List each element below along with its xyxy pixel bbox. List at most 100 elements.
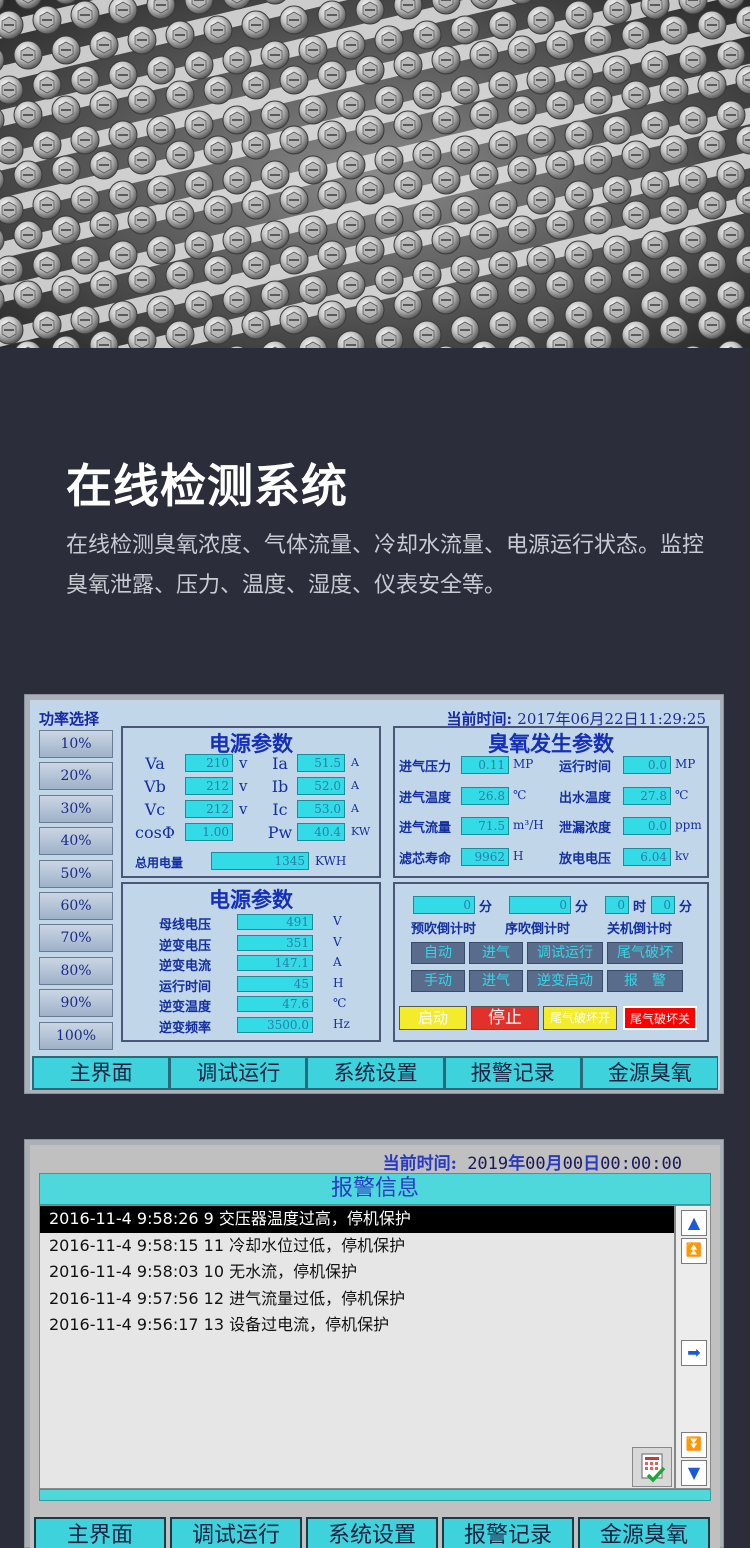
ozone-params-title: 臭氧发生参数 bbox=[488, 731, 614, 756]
current-param-unit: KW bbox=[351, 825, 371, 838]
start-button[interactable]: 启动 bbox=[399, 1006, 467, 1030]
shutdown-hour-value[interactable]: 0 bbox=[605, 896, 629, 914]
inverter-param-unit: ℃ bbox=[333, 996, 347, 1011]
alarm-nav-button-3[interactable]: 系统设置 bbox=[306, 1517, 438, 1548]
pre-blow-unit: 分 bbox=[479, 900, 493, 915]
ozone-param-label-2: 出水温度 bbox=[559, 790, 612, 806]
power-param-value: 212 bbox=[185, 777, 233, 795]
inverter-params-title: 电源参数 bbox=[209, 887, 293, 912]
time-month-label: 月 bbox=[545, 1154, 563, 1174]
pre-blow-value[interactable]: 0 bbox=[413, 896, 475, 914]
alarm-nav-button-1[interactable]: 主界面 bbox=[34, 1517, 166, 1548]
power-button-90[interactable]: 90% bbox=[39, 989, 113, 1018]
mode-button[interactable]: 进气 bbox=[469, 970, 523, 992]
power-param-unit: v bbox=[239, 777, 248, 795]
mode-button[interactable]: 手动 bbox=[411, 970, 465, 992]
inverter-param-value: 351 bbox=[237, 934, 313, 951]
inverter-param-label: 逆变温度 bbox=[159, 1000, 212, 1016]
alarm-nav-button-5[interactable]: 金源臭氧 bbox=[578, 1517, 710, 1548]
inverter-param-value: 45 bbox=[237, 975, 313, 992]
power-param-label: Vc bbox=[144, 800, 166, 819]
mode-button[interactable]: 调试运行 bbox=[527, 942, 603, 964]
shutdown-hour-unit: 时 bbox=[633, 900, 647, 915]
nav-button-2[interactable]: 调试运行 bbox=[169, 1056, 307, 1090]
power-button-60[interactable]: 60% bbox=[39, 892, 113, 920]
hmi-alarm-screen: 当前时间: 2019年00月00日00:00:00 报警信息 2016-11-4… bbox=[24, 1139, 724, 1548]
inverter-param-label: 运行时间 bbox=[159, 979, 212, 995]
alarm-row[interactable]: 2016-11-4 9:58:03 10 无水流，停机保护 bbox=[49, 1262, 358, 1281]
seq-blow-value[interactable]: 0 bbox=[509, 896, 571, 914]
power-param-value: 1.00 bbox=[185, 823, 233, 841]
scroll-top-icon[interactable]: ▲ bbox=[681, 1210, 707, 1236]
inverter-param-label: 逆变频率 bbox=[159, 1021, 212, 1036]
section-description: 在线检测臭氧浓度、气体流量、冷却水流量、电源运行状态。监控臭氧泄露、压力、温度、… bbox=[66, 533, 705, 598]
alarm-nav-button-2[interactable]: 调试运行 bbox=[170, 1517, 302, 1548]
current-param-unit: A bbox=[351, 756, 359, 769]
power-button-100[interactable]: 100% bbox=[39, 1021, 113, 1050]
power-param-label: cosΦ bbox=[135, 823, 175, 842]
current-time-label: 当前时间: bbox=[446, 710, 513, 728]
clear-records-icon[interactable] bbox=[632, 1447, 672, 1487]
time-hms: 00:00:00 bbox=[600, 1154, 682, 1174]
power-button-20[interactable]: 20% bbox=[39, 762, 113, 791]
ozone-param-value-2: 0.0 bbox=[623, 817, 671, 835]
ozone-param-value: 71.5 bbox=[461, 817, 509, 835]
pre-blow-label: 预吹倒计时 bbox=[411, 922, 477, 937]
mode-button[interactable]: 进气 bbox=[469, 942, 523, 964]
alarm-row[interactable]: 2016-11-4 9:58:26 9 交压器温度过高，停机保护 bbox=[40, 1206, 674, 1233]
current-param-label: Pw bbox=[267, 823, 293, 842]
mode-button[interactable]: 报 警 bbox=[607, 970, 683, 992]
ozone-param-label: 滤芯寿命 bbox=[399, 851, 452, 867]
alarm-row[interactable]: 2016-11-4 9:58:15 11 冷却水位过低，停机保护 bbox=[49, 1235, 406, 1255]
current-param-value: 52.0 bbox=[297, 777, 345, 795]
nav-button-5[interactable]: 金源臭氧 bbox=[580, 1056, 719, 1090]
shutdown-min-unit: 分 bbox=[679, 900, 693, 915]
power-button-80[interactable]: 80% bbox=[39, 956, 113, 985]
alarm-row[interactable]: 2016-11-4 9:56:17 13 设备过电流，停机保护 bbox=[49, 1315, 390, 1334]
hmi-main-screen: 功率选择 当前时间: 2017年06月22日11:29:25 10%20%30%… bbox=[24, 694, 724, 1094]
current-param-label: Ib bbox=[271, 777, 289, 796]
time-day-label: 日 bbox=[583, 1154, 601, 1174]
shutdown-min-value[interactable]: 0 bbox=[651, 896, 675, 914]
inverter-param-unit: H bbox=[333, 975, 344, 990]
current-param-unit: A bbox=[351, 802, 359, 815]
seq-blow-label: 序吹倒计时 bbox=[505, 922, 571, 937]
power-button-70[interactable]: 70% bbox=[39, 924, 113, 953]
ozone-param-unit: ℃ bbox=[513, 787, 527, 802]
nav-button-3[interactable]: 系统设置 bbox=[306, 1056, 444, 1090]
tail-gas-on-button[interactable]: 尾气破坏开 bbox=[543, 1006, 617, 1030]
power-button-40[interactable]: 40% bbox=[39, 827, 113, 856]
alarm-row[interactable]: 2016-11-4 9:57:56 12 进气流量过低，停机保护 bbox=[49, 1288, 406, 1308]
scroll-page-up-icon[interactable]: ⏫ bbox=[681, 1238, 707, 1264]
seq-blow-unit: 分 bbox=[575, 900, 589, 915]
mode-button[interactable]: 逆变启动 bbox=[527, 970, 603, 992]
tail-gas-off-button[interactable]: 尾气破坏关 bbox=[623, 1006, 697, 1030]
ozone-param-unit-2: kv bbox=[675, 848, 690, 863]
mode-button[interactable]: 自动 bbox=[411, 942, 465, 964]
scroll-go-icon[interactable]: ➡ bbox=[681, 1340, 707, 1366]
mode-button[interactable]: 尾气破坏 bbox=[607, 942, 683, 964]
time-year-label: 年 bbox=[508, 1154, 526, 1174]
current-param-value: 51.5 bbox=[297, 754, 345, 772]
alarm-current-time: 当前时间: 2019年00月00日00:00:00 bbox=[383, 1149, 682, 1174]
alarm-nav-button-4[interactable]: 报警记录 bbox=[442, 1517, 574, 1548]
stop-button[interactable]: 停止 bbox=[471, 1006, 539, 1030]
time-year: 2019 bbox=[467, 1154, 509, 1174]
alarm-nav-bar: 主界面调试运行系统设置报警记录金源臭氧 bbox=[34, 1517, 714, 1548]
inverter-param-unit: V bbox=[333, 914, 342, 928]
current-param-label: Ia bbox=[272, 754, 288, 773]
scroll-bottom-icon[interactable]: ▼ bbox=[681, 1460, 707, 1486]
nav-button-1[interactable]: 主界面 bbox=[32, 1056, 170, 1090]
current-param-label: Ic bbox=[272, 800, 288, 819]
alarm-time-label: 当前时间: bbox=[382, 1154, 457, 1174]
power-param-unit: v bbox=[239, 754, 248, 772]
power-button-30[interactable]: 30% bbox=[39, 794, 113, 823]
nav-button-4[interactable]: 报警记录 bbox=[443, 1056, 581, 1090]
alarm-scrollbar[interactable]: ▲ ⏫ ➡ ⏬ ▼ bbox=[675, 1205, 711, 1489]
ozone-param-unit-2: ppm bbox=[675, 818, 702, 832]
inverter-param-label: 逆变电流 bbox=[159, 959, 212, 975]
power-button-10[interactable]: 10% bbox=[39, 730, 113, 758]
scroll-page-down-icon[interactable]: ⏬ bbox=[681, 1432, 707, 1458]
power-button-50[interactable]: 50% bbox=[39, 859, 113, 888]
